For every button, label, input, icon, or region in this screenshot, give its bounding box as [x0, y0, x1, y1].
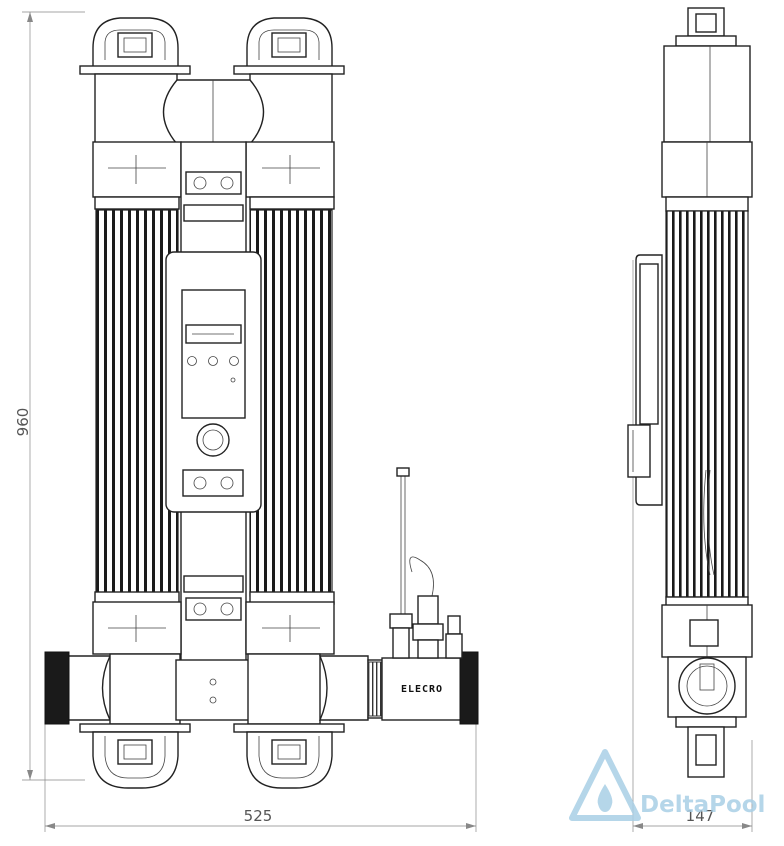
- brand-label: ELECRO: [401, 684, 443, 695]
- deltapool-watermark: DeltaPool: [569, 749, 765, 821]
- right-pipe-end: [459, 651, 479, 725]
- sensor-probes: [389, 467, 463, 659]
- side-finned-tube: [665, 210, 749, 598]
- side-view: [627, 7, 753, 778]
- watermark-text: DeltaPool: [640, 792, 765, 818]
- left-bottom-dome: [79, 723, 191, 789]
- right-bottom-dome: [233, 723, 345, 789]
- height-dimension: 960: [14, 11, 85, 781]
- width-dimension: 525: [44, 720, 477, 832]
- control-panel: [165, 251, 262, 513]
- water-drop-triangle-logo: [569, 749, 641, 821]
- depth-dimension: 147: [632, 260, 753, 832]
- right-finned-tube: [249, 209, 333, 597]
- depth-dimension-label: 147: [686, 807, 715, 825]
- threaded-pipe: [367, 661, 383, 717]
- left-top-dome: [79, 17, 191, 75]
- left-pipe-end: [44, 651, 70, 725]
- width-dimension-label: 525: [244, 807, 273, 825]
- right-top-dome: [233, 17, 345, 75]
- height-dimension-label: 960: [14, 408, 32, 437]
- front-view: ELECRO: [44, 17, 479, 789]
- left-finned-tube: [95, 209, 179, 597]
